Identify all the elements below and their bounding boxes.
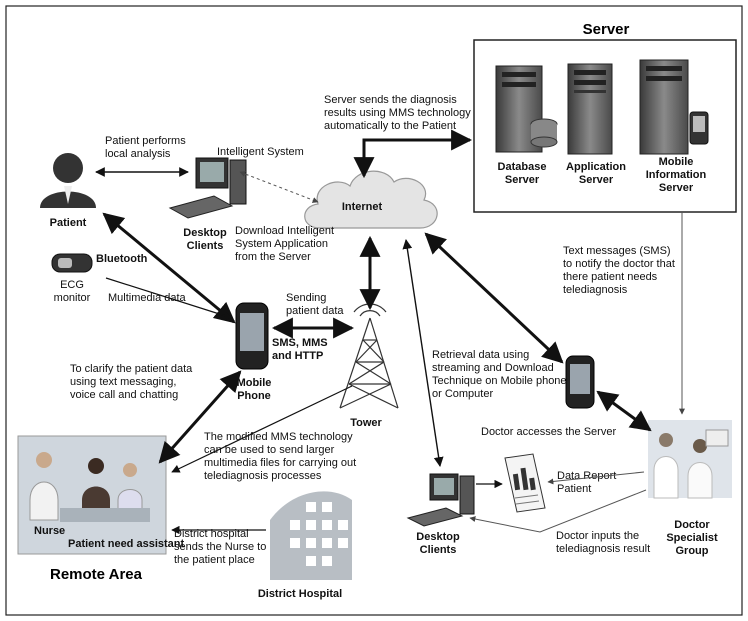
arrow-internet-doctorphone: [424, 232, 564, 364]
desktop-clients-bottom-label-2: Clients: [420, 544, 457, 556]
desktop-clients-top-label-1: Desktop: [183, 227, 227, 239]
download-intelligent-text-3: from the Server: [235, 251, 311, 263]
database-server-label-1: Database: [498, 161, 547, 173]
district-hospital-label: District Hospital: [258, 588, 342, 600]
download-intelligent-text-1: Download Intelligent: [235, 225, 334, 237]
desktop-clients-top-label-2: Clients: [187, 240, 224, 252]
modified-mms-text-4: telediagnosis processes: [204, 470, 322, 482]
arrow-server-internet: [353, 129, 473, 179]
text-messages-1: Text messages (SMS): [563, 245, 671, 257]
ecg-monitor-icon: [51, 253, 93, 273]
intelligent-system-label: Intelligent System: [217, 146, 304, 158]
multimedia-data-label: Multimedia data: [108, 292, 187, 304]
desktop-clients-bottom-label-1: Desktop: [416, 531, 460, 543]
ecg-monitor-label-2: monitor: [54, 292, 91, 304]
retrieval-text-2: streaming and Download: [432, 362, 554, 374]
modified-mms-text-3: multimedia files for carrying out: [204, 457, 356, 469]
database-server-icon: [495, 65, 558, 153]
outer-frame: [5, 5, 743, 616]
arrow-patient-mobile: [102, 212, 236, 324]
server-title: Server: [583, 21, 630, 38]
internet-cloud: Internet: [304, 170, 438, 229]
desktop-bottom-icon: [406, 473, 475, 527]
mobile-phone-icon: [235, 302, 269, 370]
mobile-info-server-label-2: Information: [646, 169, 707, 181]
clarify-text-3: voice call and chatting: [70, 389, 178, 401]
mobile-phone-label-1: Mobile: [237, 377, 272, 389]
mobile-info-server-icon: [639, 59, 709, 155]
tower-icon: [339, 303, 399, 409]
district-sends-text-3: the patient place: [174, 554, 255, 566]
server-sends-text-3: automatically to the Patient: [324, 120, 456, 132]
clarify-text-1: To clarify the patient data: [70, 363, 193, 375]
arrow-internet-desktopbottom: [402, 239, 444, 467]
patient-performs-text-2: local analysis: [105, 148, 171, 160]
district-sends-text-1: District hospital: [174, 528, 249, 540]
doctor-group-image: [648, 420, 732, 499]
ecg-monitor-label-1: ECG: [60, 279, 84, 291]
application-server-icon: [567, 63, 613, 155]
district-sends-text-2: sends the Nurse to: [174, 541, 266, 553]
doctor-specialist-label-3: Group: [676, 545, 709, 557]
modified-mms-text-1: The modified MMS technology: [204, 431, 353, 443]
mobile-info-server-label-3: Server: [659, 182, 694, 194]
data-report-text-2: Patient: [557, 483, 591, 495]
bluetooth-label: Bluetooth: [96, 253, 148, 265]
clarify-text-2: using text messaging,: [70, 376, 176, 388]
doctor-specialist-label-1: Doctor: [674, 519, 710, 531]
arrow-mobile-remote: [158, 370, 242, 464]
internet-label: Internet: [342, 201, 383, 213]
text-messages-2: to notify the doctor that: [563, 258, 675, 270]
patient-performs-text-1: Patient performs: [105, 135, 186, 147]
arrow-tower-remote: [171, 385, 353, 473]
retrieval-text-3: Technique on Mobile phone: [432, 375, 567, 387]
arrow-doctor-desktopbottom: [469, 489, 647, 533]
mobile-info-server-label-1: Mobile: [659, 156, 694, 168]
district-hospital-icon: [270, 491, 352, 580]
patient-label: Patient: [50, 217, 87, 229]
remote-area-image: Nurse Patient need assistant: [17, 435, 184, 555]
download-intelligent-text-2: System Application: [235, 238, 328, 250]
text-messages-3: there patient needs: [563, 271, 658, 283]
arrows: [95, 129, 685, 535]
tower-label: Tower: [350, 417, 382, 429]
modified-mms-text-2: can be used to send larger: [204, 444, 335, 456]
text-messages-4: telediagnosis: [563, 284, 628, 296]
doctor-accesses-text: Doctor accesses the Server: [481, 426, 616, 438]
retrieval-text-1: Retrieval data using: [432, 349, 529, 361]
server-sends-text-2: results using MMS technology: [324, 107, 471, 119]
server-sends-text-1: Server sends the diagnosis: [324, 94, 457, 106]
sending-patient-data-2: patient data: [286, 305, 344, 317]
data-report-icon: [504, 453, 546, 513]
patient-need-assistant-label: Patient need assistant: [68, 538, 184, 550]
doctor-phone-icon: [565, 355, 595, 409]
arrow-desktop-internet: [239, 171, 319, 203]
server-group: Server Database Server Application: [473, 21, 737, 213]
retrieval-text-4: or Computer: [432, 388, 493, 400]
sms-mms-http-1: SMS, MMS: [272, 337, 328, 349]
doctor-specialist-label-2: Specialist: [666, 532, 718, 544]
sending-patient-data-1: Sending: [286, 292, 326, 304]
doctor-inputs-text-1: Doctor inputs the: [556, 530, 639, 542]
application-server-label-1: Application: [566, 161, 626, 173]
arrow-doctorphone-group: [596, 390, 652, 432]
data-report-text-1: Data Report: [557, 470, 616, 482]
remote-area-label: Remote Area: [50, 566, 143, 583]
doctor-inputs-text-2: telediagnosis result: [556, 543, 650, 555]
nurse-label: Nurse: [34, 525, 65, 537]
application-server-label-2: Server: [579, 174, 614, 186]
arrow-report-doctor: [547, 471, 645, 485]
database-server-label-2: Server: [505, 174, 540, 186]
arrow-ecg-mobile: [105, 277, 233, 320]
mobile-phone-label-2: Phone: [237, 390, 271, 402]
sms-mms-http-2: and HTTP: [272, 350, 323, 362]
desktop-top-icon: [168, 157, 247, 219]
patient-icon: [40, 153, 96, 208]
